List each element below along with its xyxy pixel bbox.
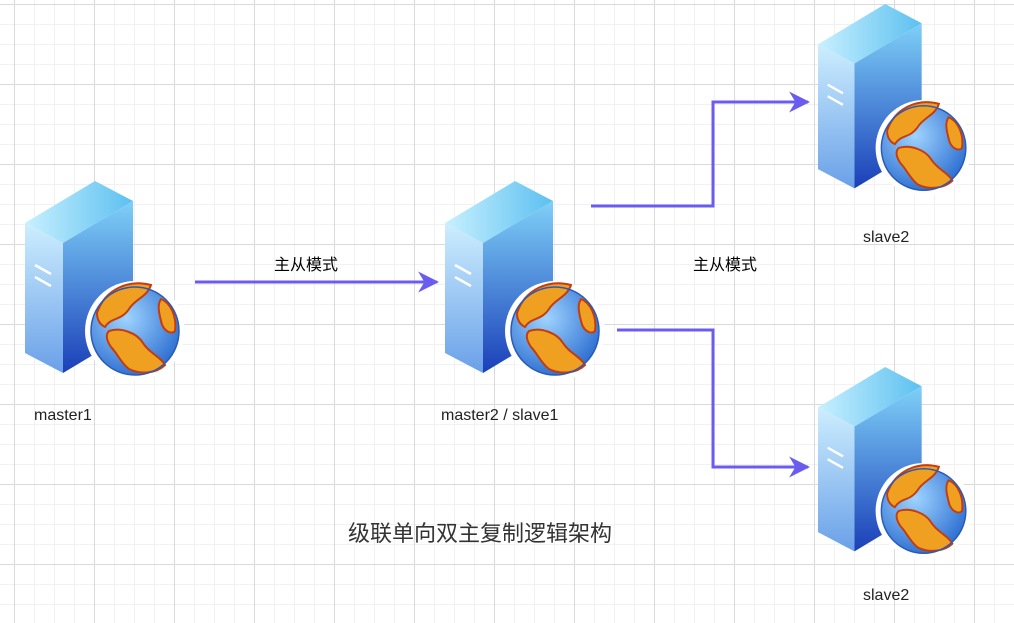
- web-server-icon: [816, 2, 973, 198]
- edge-label-master2-slave2: 主从模式: [693, 255, 757, 274]
- edge-master2-to-slave2-bottom: [617, 328, 811, 478]
- server-slave2-top: [816, 2, 973, 198]
- diagram-title: 级联单向双主复制逻辑架构: [348, 522, 613, 547]
- web-server-icon: [816, 365, 973, 561]
- node-label-master1: master1: [34, 407, 92, 424]
- server-master2: [443, 179, 607, 383]
- node-label-master2: master2 / slave1: [441, 407, 559, 424]
- server-slave2-bottom: [816, 365, 973, 561]
- node-label-slave2-top: slave2: [863, 229, 910, 246]
- edge-label-master1-master2: 主从模式: [274, 255, 338, 274]
- server-master1: [23, 179, 187, 383]
- edge-master2-to-slave2-top: [591, 91, 811, 208]
- node-label-slave2-bottom: slave2: [863, 587, 910, 604]
- web-server-icon: [443, 179, 607, 383]
- web-server-icon: [23, 179, 187, 383]
